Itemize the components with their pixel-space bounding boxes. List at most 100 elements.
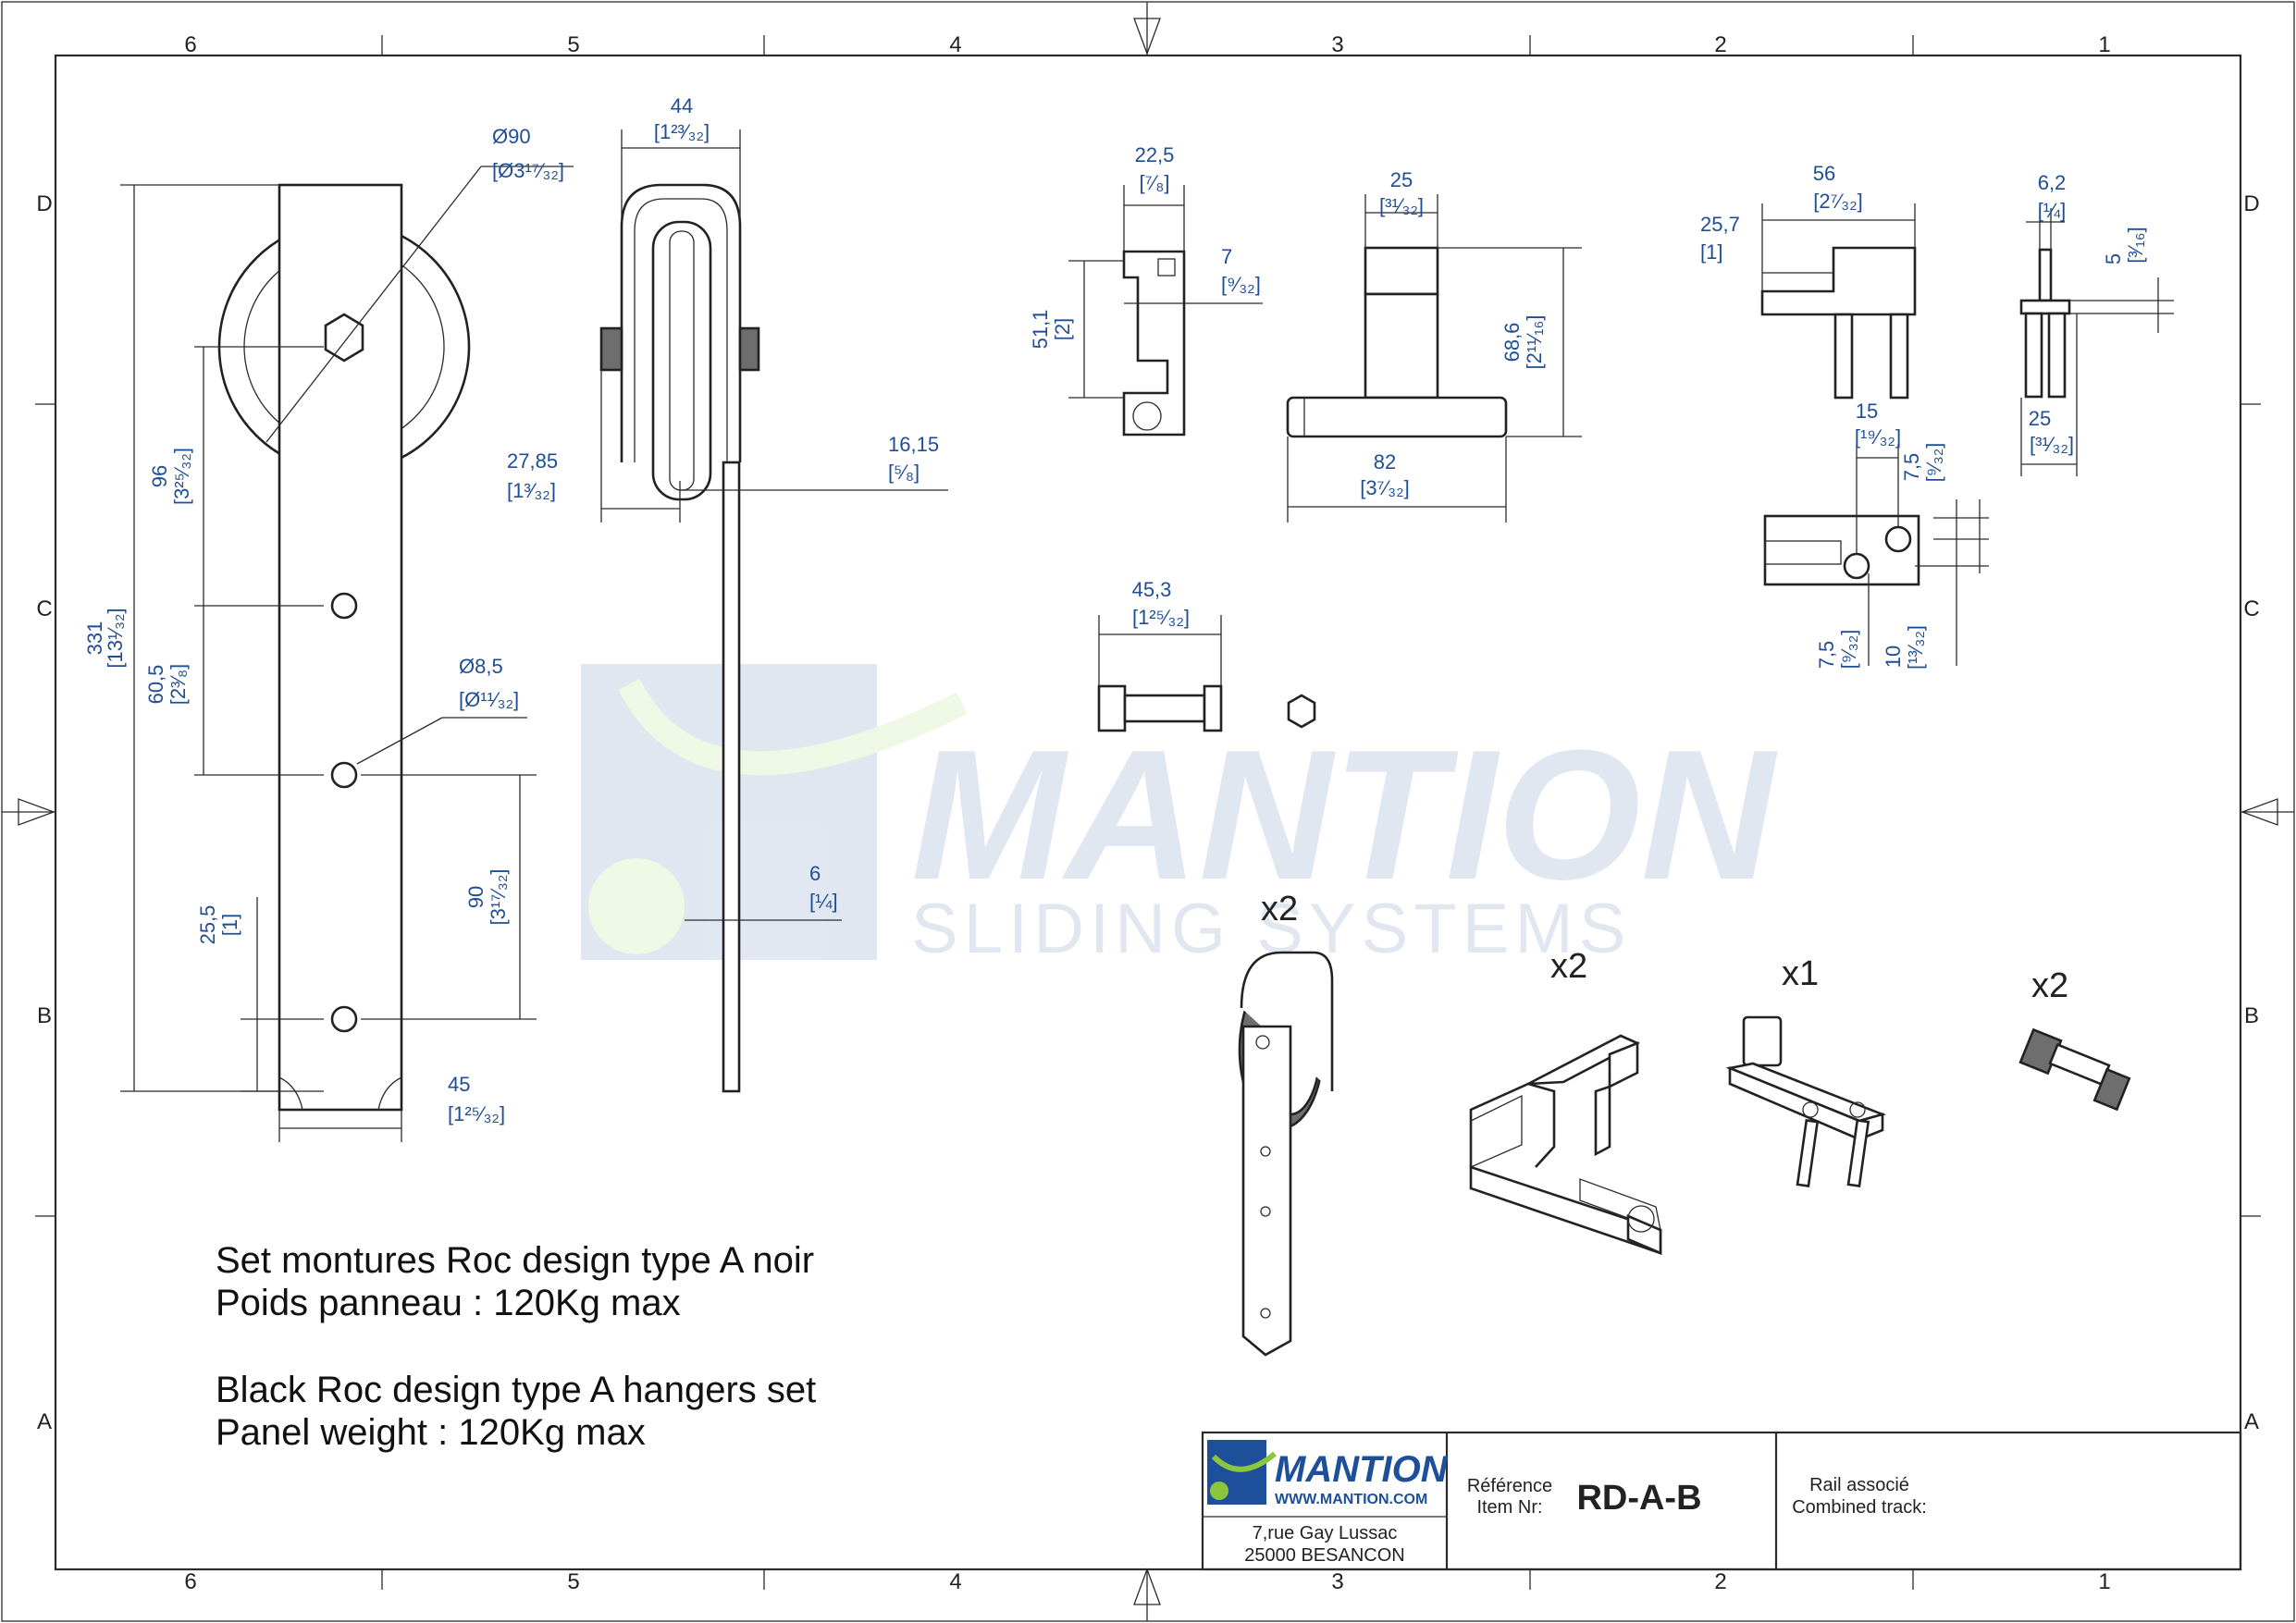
row-label: D — [2243, 191, 2259, 216]
dim-text: Ø8,5 — [459, 655, 503, 678]
anchor — [1833, 313, 1854, 400]
dim-text: 5 — [2102, 253, 2125, 264]
watermark-swoosh — [618, 679, 968, 776]
dim-text: 45 — [448, 1073, 470, 1096]
clip-body — [1122, 250, 1186, 436]
dim-text: 6,2 — [2038, 171, 2067, 194]
dim-text: 16,15 — [888, 433, 939, 456]
stop-post — [1364, 292, 1439, 400]
dim-text: [Ø¹¹⁄₃₂] — [459, 688, 519, 711]
iso-strap — [1241, 1025, 1292, 1357]
dim-text: [13¹⁄₃₂] — [104, 608, 127, 668]
dimension-lines-view5 — [1098, 615, 1222, 686]
floor-guide-side-view — [2019, 248, 2071, 399]
logo-url: WWW.MANTION.COM — [1275, 1492, 1427, 1507]
dim-text: [¹⁹⁄₃₂] — [1855, 425, 1901, 449]
rail-label: Rail associé — [1809, 1475, 1909, 1495]
description-line: Set montures Roc design type A noir — [216, 1240, 815, 1281]
description-line: Poids panneau : 120Kg max — [216, 1283, 681, 1323]
dimension-lines-view7 — [2020, 208, 2174, 476]
hanger-front-view — [217, 183, 471, 1112]
col-label: 2 — [1714, 1569, 1726, 1594]
dim-text: [³⁄₁₆] — [2124, 227, 2147, 264]
bolt-nut — [1203, 684, 1223, 732]
col-label: 1 — [2098, 32, 2110, 57]
bolt-spacer — [1123, 694, 1206, 723]
wheel-side — [651, 220, 712, 501]
column-labels-bottom: 6 5 4 3 2 1 — [184, 1569, 2110, 1594]
quantity-label: x2 — [1550, 947, 1587, 986]
logo-text: MANTION — [1275, 1449, 1449, 1490]
dim-text: [1²⁵⁄₃₂] — [1132, 606, 1190, 629]
dim-text: [Ø3¹⁷⁄₃₂] — [492, 159, 564, 182]
description-line: Black Roc design type A hangers set — [216, 1370, 817, 1410]
stop-top — [1364, 246, 1439, 296]
logo-dot — [1210, 1482, 1228, 1500]
col-label: 5 — [567, 32, 579, 57]
iso-spacer-bolt — [2018, 1027, 2131, 1112]
clip-view — [1122, 250, 1186, 436]
dimension-texts-view4: 25 [³¹⁄₃₂] 68,6 [2¹¹⁄₁₆] 82 [3⁷⁄₃₂] — [1360, 168, 1546, 499]
dim-text: 6 — [809, 862, 821, 885]
zone-ticks — [35, 35, 2261, 1590]
dim-text: Ø90 — [492, 125, 531, 148]
bolt-head — [1097, 684, 1127, 732]
dim-text: 96 — [148, 465, 171, 487]
col-label: 6 — [184, 32, 196, 57]
dim-text: 7,5 — [1815, 641, 1838, 670]
dim-text: [³¹⁄₃₂] — [1379, 194, 1424, 217]
description-en: Black Roc design type A hangers set Pane… — [216, 1369, 816, 1454]
dim-text: 25,5 — [196, 905, 219, 945]
col-label: 3 — [1331, 32, 1343, 57]
hex-nut — [1287, 694, 1316, 729]
dim-text: [¼] — [2038, 199, 2067, 222]
watermark-dot — [588, 858, 685, 954]
dim-text: [⁹⁄₃₂] — [1922, 443, 1945, 483]
dimension-lines-view4 — [1287, 194, 1582, 523]
dimension-texts-view6: 56 [2⁷⁄₃₂] 25,7 [1] 15 [¹⁹⁄₃₂] 7,5 [⁹⁄₃₂… — [1700, 162, 1945, 670]
anchor — [1889, 313, 1909, 400]
dimension-lines-view6 — [1761, 203, 1989, 666]
title-block: MANTION WWW.MANTION.COM 7,rue Gay Lussac… — [1201, 1431, 2242, 1571]
dim-text: [⁹⁄₃₂] — [1221, 273, 1261, 296]
address-line: 7,rue Gay Lussac — [1253, 1523, 1398, 1543]
iso-stop — [1469, 1034, 1662, 1255]
row-label: C — [2243, 596, 2259, 621]
dim-text: 27,85 — [507, 449, 558, 473]
strap-side — [722, 461, 741, 1093]
dim-text: 25,7 — [1700, 213, 1740, 236]
row-label: A — [2244, 1409, 2259, 1434]
reference-value: RD-A-B — [1576, 1479, 1701, 1518]
dim-text: [1³⁄₃₂] — [507, 479, 556, 502]
dim-text: [3²⁵⁄₃₂] — [170, 448, 193, 505]
quantity-label: x2 — [1261, 890, 1298, 928]
col-label: 4 — [949, 32, 961, 57]
dim-text: [1] — [218, 914, 241, 936]
axle-nut — [599, 326, 623, 372]
dim-text: 10 — [1882, 646, 1905, 668]
dim-text: [⁵⁄₈] — [888, 461, 920, 484]
dimension-texts-view5: 45,3 [1²⁵⁄₃₂] — [1132, 578, 1190, 629]
address-line: 25000 BESANCON — [1244, 1545, 1404, 1566]
dim-text: 51,1 — [1029, 310, 1052, 350]
guide-top — [1760, 246, 1917, 316]
row-labels: D C B A D C B A — [36, 191, 2259, 1434]
dim-text: 56 — [1813, 162, 1835, 185]
dim-text: 90 — [464, 886, 488, 908]
col-label: 4 — [949, 1569, 961, 1594]
dimension-texts-view7: 6,2 [¼] 5 [³⁄₁₆] 25 [³¹⁄₃₂] — [2029, 171, 2147, 456]
dim-text: [¹³⁄₃₂] — [1904, 625, 1927, 670]
watermark-brand: MANTION — [911, 712, 1778, 918]
dim-text: [2³⁄₈] — [167, 664, 190, 706]
dimension-lines-view2 — [600, 129, 948, 921]
strap-hole — [330, 761, 358, 789]
anchor — [2047, 312, 2067, 399]
row-label: B — [2244, 1003, 2259, 1028]
col-label: 3 — [1331, 1569, 1343, 1594]
rail-label: Combined track: — [1792, 1497, 1927, 1518]
strap-hole — [330, 1005, 358, 1033]
dim-text: 22,5 — [1135, 143, 1175, 166]
dim-text: [3⁷⁄₃₂] — [1360, 476, 1410, 499]
